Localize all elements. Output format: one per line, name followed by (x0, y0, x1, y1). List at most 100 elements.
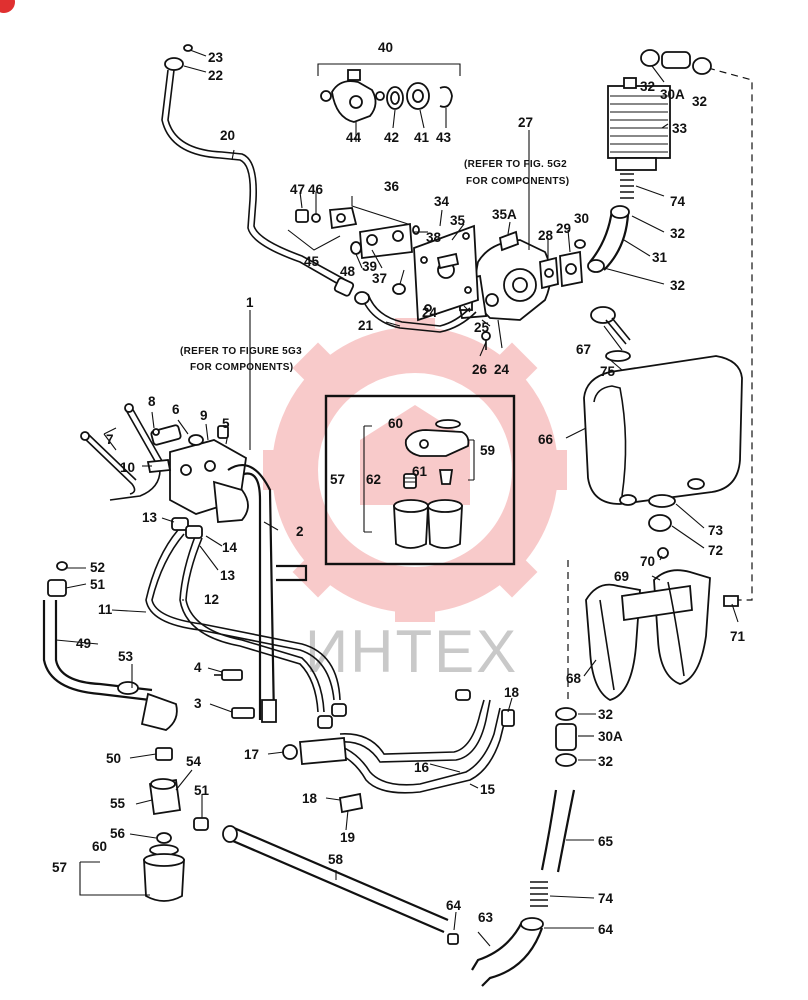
callout-label: 68 (566, 671, 582, 686)
bolts-3-4 (214, 669, 255, 719)
callout-label: 55 (110, 796, 126, 811)
callout-label: 42 (384, 130, 399, 145)
watermark-text: ИНТЕХ (305, 618, 518, 685)
callout-label: 51 (194, 783, 210, 798)
callout-label: 60 (92, 839, 107, 854)
callout-label: 45 (304, 254, 320, 269)
hose-65 (540, 789, 576, 873)
callout-label: 30A (660, 87, 685, 102)
nut-70 (657, 547, 669, 559)
bolt-71 (723, 595, 739, 607)
fitting-51-lower (193, 817, 209, 831)
levers-7 (80, 403, 172, 501)
callout-label: 15 (480, 782, 496, 797)
callout-label: 24 (494, 362, 510, 377)
callout-label: 18 (504, 685, 520, 700)
bracket-68 (585, 569, 711, 701)
callout-label: 64 (598, 922, 614, 937)
callout-label: 32 (598, 754, 613, 769)
note-fig-5g2-line1: (REFER TO FIG. 5G2 (464, 159, 567, 170)
callout-label: 56 (110, 826, 126, 841)
callout-label: 21 (358, 318, 374, 333)
callout-label: 48 (340, 264, 356, 279)
frame-2 (227, 464, 308, 723)
callout-label: 7 (106, 432, 114, 447)
callout-label: 12 (204, 592, 219, 607)
callout-label: 75 (600, 364, 616, 379)
seal-37 (392, 283, 406, 295)
callout-label: 51 (90, 577, 106, 592)
callout-label: 26 (472, 362, 488, 377)
callout-label: 27 (518, 115, 533, 130)
callout-label: 74 (670, 194, 686, 209)
callout-label: 72 (708, 543, 723, 558)
callout-label: 65 (598, 834, 614, 849)
callout-label: 4 (194, 660, 202, 675)
callout-label: 38 (426, 230, 442, 245)
callout-label: 30 (574, 211, 589, 226)
callout-label: 69 (614, 569, 629, 584)
callout-label: 29 (556, 221, 571, 236)
callout-label: 49 (76, 636, 91, 651)
callout-label: 39 (362, 259, 377, 274)
callout-label: 9 (200, 408, 208, 423)
elbow-53 (117, 681, 178, 731)
callout-label: 16 (414, 760, 430, 775)
bracket-45 (287, 229, 341, 251)
callout-label: 13 (220, 568, 236, 583)
callout-label: 67 (576, 342, 591, 357)
callout-label: 5 (222, 416, 230, 431)
callout-label: 62 (366, 472, 381, 487)
callout-label: 63 (478, 910, 494, 925)
return-line-dashed (707, 67, 753, 601)
callout-label: 60 (388, 416, 403, 431)
bracket-57 (79, 861, 150, 896)
spring-74-lower (530, 881, 548, 907)
callout-label: 44 (346, 130, 362, 145)
reservoir-66 (583, 355, 743, 506)
fitting-35a (498, 230, 520, 252)
note-fig-5g2-line2: FOR COMPONENTS) (466, 176, 569, 187)
clamps-32-top (640, 49, 712, 75)
callout-label: 23 (208, 50, 224, 65)
bracket-7 (103, 427, 117, 451)
manifold-36 (350, 222, 420, 260)
callout-label: 32 (598, 707, 613, 722)
callout-label: 32 (640, 79, 655, 94)
callout-label: 57 (330, 472, 345, 487)
callout-label: 61 (412, 464, 428, 479)
callout-label: 57 (52, 860, 67, 875)
callout-labels: 1 2 3 4 5 6 7 8 9 10 11 12 13 13 14 15 1… (52, 40, 746, 937)
callout-label: 70 (640, 554, 655, 569)
callout-label: 58 (328, 852, 344, 867)
callout-label: 19 (340, 830, 355, 845)
valve-block-45 (295, 207, 358, 230)
fitting-50 (155, 747, 173, 761)
callout-label: 50 (106, 751, 121, 766)
callout-label: 24 (422, 305, 438, 320)
spring-74-upper (620, 173, 634, 199)
callout-label: 14 (222, 540, 238, 555)
callout-label: 32 (692, 94, 707, 109)
callout-label: 43 (436, 130, 452, 145)
callout-label: 32 (670, 278, 685, 293)
callout-label: 53 (118, 649, 134, 664)
note-fig-5g3-line1: (REFER TO FIGURE 5G3 (180, 346, 302, 357)
coupling-30a-lower (555, 707, 577, 767)
bracket-36 (351, 196, 409, 225)
callout-label: 46 (308, 182, 324, 197)
tube-58 (222, 825, 459, 945)
callout-label: 25 (474, 320, 490, 335)
tube-21 (354, 291, 477, 333)
seals-72-73 (648, 494, 676, 532)
callout-label: 18 (302, 791, 318, 806)
gaskets-28-29-30 (539, 239, 586, 290)
callout-label: 6 (172, 402, 180, 417)
hose-31 (587, 205, 630, 273)
filter-57 (143, 832, 185, 902)
callout-label: 2 (296, 524, 304, 539)
control-valve-assembly-1 (150, 424, 249, 523)
callout-label: 41 (414, 130, 430, 145)
callout-label: 10 (120, 460, 135, 475)
